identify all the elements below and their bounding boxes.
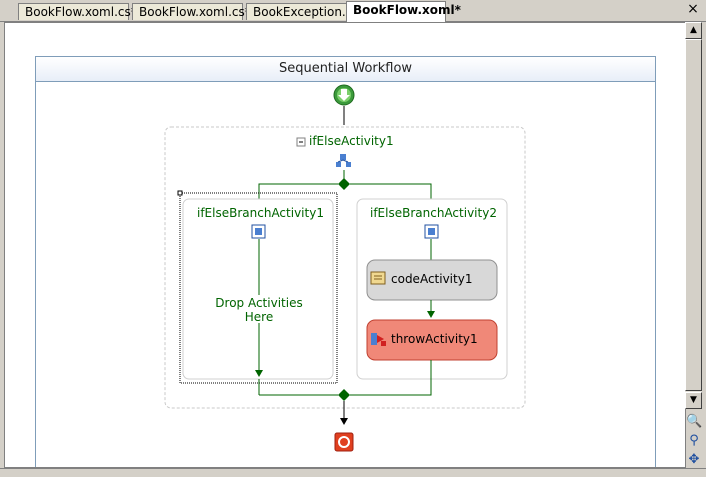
branch1-selection [179, 192, 338, 384]
workflow-designer-canvas[interactable]: Sequential Workflow [4, 22, 686, 468]
code-activity-icon [370, 271, 386, 285]
tab-label: BookFlow.xoml.cs* [139, 5, 251, 19]
vertical-scrollbar[interactable]: ▲ ▼ [685, 22, 702, 409]
ifelse-activity-container[interactable] [164, 126, 526, 409]
scroll-up-button[interactable]: ▲ [685, 22, 702, 39]
document-tab-strip: BookFlow.xoml.cs* BookFlow.xoml.cs* Book… [0, 0, 706, 22]
throw-activity-icon [371, 333, 386, 346]
drop-activities-hint: Drop Activities Here [209, 296, 309, 324]
branch2-label[interactable]: ifElseBranchActivity2 [370, 206, 497, 220]
branch1-icon [251, 224, 266, 239]
ifelse-icon [336, 154, 351, 167]
throw-activity-1[interactable] [366, 319, 498, 361]
ifelse-branch-activity-2[interactable] [356, 198, 508, 380]
branch1-label[interactable]: ifElseBranchActivity1 [197, 206, 324, 220]
workflow-diagram [164, 84, 526, 452]
tab-label: BookException.cs [253, 5, 359, 19]
workflow-end-icon[interactable] [334, 432, 354, 452]
split-diamond [338, 178, 350, 190]
merge-diamond [338, 389, 350, 401]
ifelse-activity-label[interactable]: ifElseActivity1 [309, 134, 394, 148]
drop-hint-line1: Drop Activities [215, 296, 303, 310]
tab-bookflow-xoml-cs-2[interactable]: BookFlow.xoml.cs* [132, 3, 251, 20]
zoom-icon[interactable]: 🔍 [686, 414, 703, 429]
find-icon[interactable]: ⚲ [689, 433, 699, 448]
ifelse-branch-activity-1[interactable] [182, 198, 334, 380]
scroll-down-button[interactable]: ▼ [685, 392, 702, 409]
close-tab-icon[interactable]: × [687, 1, 699, 17]
scroll-thumb[interactable] [685, 39, 702, 391]
tab-label: BookFlow.xoml.cs* [25, 5, 137, 19]
workflow-title: Sequential Workflow [36, 57, 655, 82]
tab-bookexception-cs[interactable]: BookException.cs [246, 3, 359, 20]
branch2-icon [424, 224, 439, 239]
tab-label: BookFlow.xoml* [353, 3, 461, 17]
window-bottom-edge [0, 468, 706, 477]
code-activity-label: codeActivity1 [391, 272, 473, 286]
tab-bookflow-xoml-cs-1[interactable]: BookFlow.xoml.cs* [18, 3, 137, 20]
tab-bookflow-xoml[interactable]: BookFlow.xoml* [346, 1, 461, 22]
drop-hint-line2: Here [244, 310, 274, 324]
throw-activity-label: throwActivity1 [391, 332, 478, 346]
collapse-icon[interactable] [296, 137, 306, 147]
workflow-start-icon[interactable] [333, 84, 355, 106]
pan-icon[interactable]: ✥ [688, 452, 700, 467]
code-activity-1[interactable] [366, 259, 498, 301]
